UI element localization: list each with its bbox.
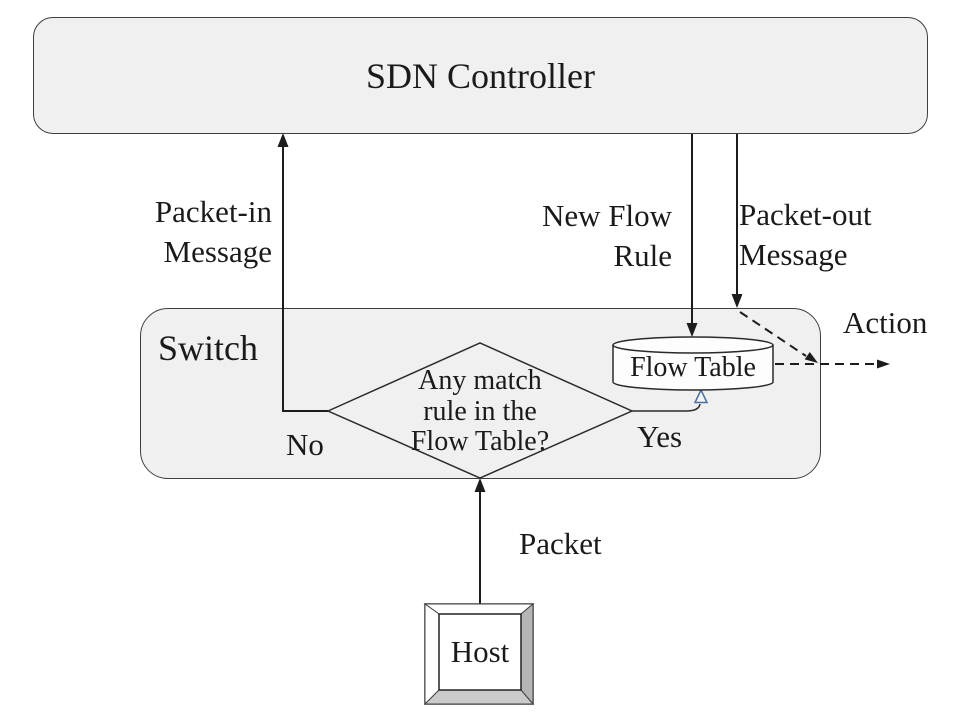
host-label: Host [450, 634, 510, 669]
host-bevel-top [423, 603, 535, 615]
yes-open-arrowhead [693, 388, 709, 404]
packet-in-arrowhead [277, 133, 289, 147]
action-diagonal-dashed-line [739, 311, 807, 357]
switch-label: Switch [158, 328, 259, 368]
sdn-controller-label: SDN Controller [366, 55, 595, 96]
host-bevel-left [424, 603, 440, 706]
packet-in-arrow [282, 146, 328, 412]
packet-label: Packet [519, 526, 602, 561]
packet-in-line1: Packet-in [154, 194, 272, 229]
packet-arrowhead [474, 478, 486, 492]
flow-table-cylinder [612, 336, 774, 391]
packet-out-line2: Message [739, 237, 848, 272]
sdn-controller-node: SDN Controller [33, 17, 928, 134]
flow-table-label: Flow Table [630, 352, 756, 383]
host-node [423, 602, 535, 706]
new-flow-rule-arrowhead [686, 323, 698, 337]
host-inner-square [438, 613, 522, 691]
decision-line3: Flow Table? [410, 426, 550, 457]
host-bevel-right [520, 602, 534, 706]
no-branch-label: No [286, 427, 324, 462]
flow-table-cylinder-lid [612, 344, 774, 354]
packet-in-line2: Message [163, 234, 272, 269]
action-arrowhead [877, 359, 890, 369]
action-junction-arrowhead [804, 352, 818, 363]
decision-line1: Any match [418, 365, 542, 396]
host-bevel-bottom [423, 689, 535, 705]
decision-line2: rule in the [423, 395, 537, 427]
packet-out-line1: Packet-out [739, 197, 872, 232]
new-flow-line2: Rule [613, 238, 672, 273]
packet-out-arrowhead [731, 294, 743, 308]
new-flow-line1: New Flow [541, 198, 672, 233]
action-label: Action [843, 305, 928, 340]
yes-branch-label: Yes [637, 419, 683, 454]
yes-connector [632, 403, 701, 412]
